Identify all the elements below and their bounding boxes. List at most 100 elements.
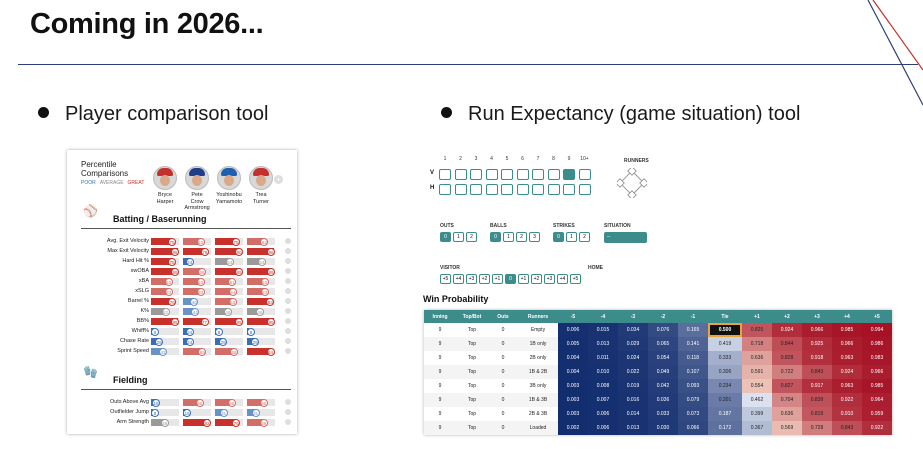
- win-prob-cell[interactable]: 0.591: [742, 365, 772, 379]
- column-header[interactable]: -2: [648, 310, 678, 323]
- win-prob-cell[interactable]: 0.042: [648, 379, 678, 393]
- visitor-inning-box[interactable]: [578, 169, 591, 180]
- metric-info-icon[interactable]: [285, 268, 291, 274]
- win-prob-cell[interactable]: 0.201: [708, 393, 742, 407]
- win-prob-cell[interactable]: 0.839: [802, 393, 832, 407]
- win-prob-cell[interactable]: 0.985: [862, 379, 892, 393]
- column-header[interactable]: -1: [678, 310, 708, 323]
- win-prob-cell[interactable]: 0.333: [708, 351, 742, 365]
- win-prob-cell[interactable]: 0.013: [588, 337, 618, 351]
- home-inning-box[interactable]: [454, 184, 467, 195]
- column-header[interactable]: +1: [742, 310, 772, 323]
- visitor-inning-box[interactable]: [516, 169, 529, 180]
- third-base[interactable]: [617, 178, 625, 188]
- win-prob-cell[interactable]: 0.827: [772, 379, 802, 393]
- win-prob-cell[interactable]: 0.024: [618, 351, 648, 365]
- visitor-inning-box[interactable]: [532, 169, 544, 180]
- score-diff-button[interactable]: +4: [453, 274, 464, 284]
- balls-option-button[interactable]: 3: [529, 232, 540, 242]
- win-prob-cell[interactable]: 0.049: [648, 365, 678, 379]
- win-prob-cell[interactable]: 0.704: [772, 393, 802, 407]
- win-prob-cell[interactable]: 0.636: [742, 351, 772, 365]
- visitor-inning-box[interactable]: [563, 169, 575, 180]
- win-prob-cell[interactable]: 0.029: [618, 337, 648, 351]
- win-prob-cell[interactable]: 0.016: [618, 393, 648, 407]
- win-prob-cell[interactable]: 0.234: [708, 379, 742, 393]
- balls-option-button[interactable]: 2: [516, 232, 527, 242]
- win-prob-cell[interactable]: 0.306: [708, 365, 742, 379]
- win-prob-cell[interactable]: 0.985: [832, 323, 862, 337]
- score-diff-button[interactable]: +1: [518, 274, 529, 284]
- win-prob-cell[interactable]: 0.054: [648, 351, 678, 365]
- win-prob-cell[interactable]: 0.966: [802, 323, 832, 337]
- win-prob-cell[interactable]: 0.925: [802, 337, 832, 351]
- win-prob-cell[interactable]: 0.010: [588, 365, 618, 379]
- score-diff-button[interactable]: +2: [531, 274, 542, 284]
- score-diff-button[interactable]: +4: [557, 274, 568, 284]
- win-prob-cell[interactable]: 0.843: [832, 421, 862, 435]
- home-inning-box[interactable]: [516, 184, 529, 195]
- metric-info-icon[interactable]: [285, 248, 291, 254]
- metric-info-icon[interactable]: [285, 348, 291, 354]
- metric-info-icon[interactable]: [285, 409, 291, 415]
- column-header[interactable]: +2: [772, 310, 802, 323]
- score-diff-button[interactable]: +1: [492, 274, 503, 284]
- visitor-inning-box[interactable]: [485, 169, 498, 180]
- situation-select[interactable]: --: [604, 232, 647, 243]
- win-prob-cell[interactable]: 0.003: [558, 379, 588, 393]
- win-prob-cell[interactable]: 0.011: [588, 351, 618, 365]
- win-prob-cell[interactable]: 0.007: [588, 393, 618, 407]
- base-diamond[interactable]: [617, 168, 647, 198]
- win-prob-cell[interactable]: 0.554: [742, 379, 772, 393]
- win-prob-cell[interactable]: 0.006: [558, 323, 588, 337]
- outs-option-button[interactable]: 0: [440, 232, 451, 242]
- win-prob-cell[interactable]: 0.917: [802, 379, 832, 393]
- win-prob-cell[interactable]: 0.187: [708, 407, 742, 421]
- win-prob-cell[interactable]: 0.819: [802, 407, 832, 421]
- column-header[interactable]: -3: [618, 310, 648, 323]
- score-diff-button[interactable]: +5: [570, 274, 581, 284]
- score-diff-button[interactable]: +5: [440, 274, 451, 284]
- outs-option-button[interactable]: 2: [466, 232, 477, 242]
- visitor-inning-box[interactable]: [439, 169, 451, 180]
- visitor-inning-box[interactable]: [501, 169, 513, 180]
- score-diff-button[interactable]: 0: [505, 274, 516, 284]
- column-header[interactable]: +3: [802, 310, 832, 323]
- win-prob-cell[interactable]: 0.034: [618, 323, 648, 337]
- win-prob-cell[interactable]: 0.966: [832, 337, 862, 351]
- win-prob-cell[interactable]: 0.014: [618, 407, 648, 421]
- win-prob-cell[interactable]: 0.636: [772, 407, 802, 421]
- metric-info-icon[interactable]: [285, 328, 291, 334]
- metric-info-icon[interactable]: [285, 318, 291, 324]
- win-prob-cell[interactable]: 0.963: [832, 351, 862, 365]
- win-prob-cell[interactable]: 0.500: [708, 323, 742, 337]
- win-prob-cell[interactable]: 0.419: [708, 337, 742, 351]
- win-prob-cell[interactable]: 0.718: [742, 337, 772, 351]
- win-prob-cell[interactable]: 0.367: [742, 421, 772, 435]
- win-prob-cell[interactable]: 0.004: [558, 351, 588, 365]
- win-prob-cell[interactable]: 0.959: [862, 407, 892, 421]
- column-header[interactable]: Tie: [708, 310, 742, 323]
- win-prob-cell[interactable]: 0.118: [678, 351, 708, 365]
- win-prob-cell[interactable]: 0.924: [772, 323, 802, 337]
- home-inning-box[interactable]: [501, 184, 513, 195]
- column-header[interactable]: Runners: [518, 310, 558, 323]
- win-prob-cell[interactable]: 0.399: [742, 407, 772, 421]
- home-inning-box[interactable]: [563, 184, 575, 195]
- win-prob-cell[interactable]: 0.172: [708, 421, 742, 435]
- metric-info-icon[interactable]: [285, 338, 291, 344]
- win-prob-cell[interactable]: 0.076: [648, 323, 678, 337]
- win-prob-cell[interactable]: 0.569: [772, 421, 802, 435]
- win-prob-cell[interactable]: 0.922: [832, 393, 862, 407]
- win-prob-cell[interactable]: 0.910: [832, 407, 862, 421]
- metric-info-icon[interactable]: [285, 399, 291, 405]
- win-prob-cell[interactable]: 0.022: [618, 365, 648, 379]
- outs-option-button[interactable]: 1: [453, 232, 464, 242]
- score-diff-button[interactable]: +3: [544, 274, 555, 284]
- column-header[interactable]: -5: [558, 310, 588, 323]
- win-prob-cell[interactable]: 0.107: [678, 365, 708, 379]
- metric-info-icon[interactable]: [285, 298, 291, 304]
